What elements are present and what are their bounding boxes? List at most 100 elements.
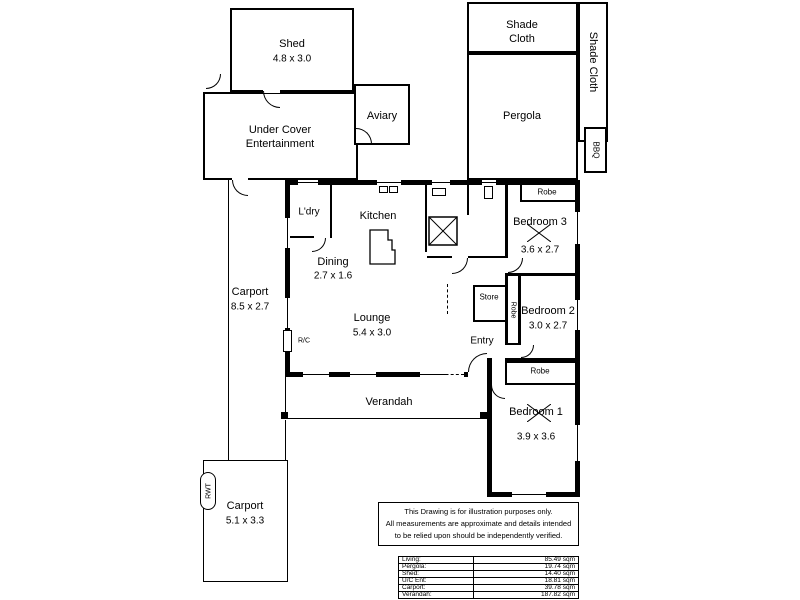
room-under-cover-entertainment <box>203 92 358 180</box>
wall-robe-bottom-front <box>505 383 575 385</box>
carport-bottom-label: Carport <box>226 500 264 512</box>
kitchen-bench-symbol <box>369 229 396 265</box>
wall-robe-mid-right <box>518 276 521 345</box>
entry-label: Entry <box>470 335 494 347</box>
window-bedroom2-east <box>575 300 580 330</box>
rainwater-tank <box>200 472 216 510</box>
window-bedroom3-east <box>575 212 580 244</box>
kitchen-label: Kitchen <box>359 210 397 222</box>
wall-wc-divider <box>467 185 469 215</box>
wall-bath-left <box>425 185 427 252</box>
room-pergola <box>467 53 578 180</box>
ucent-door-opening <box>232 177 248 181</box>
lounge-dims: 5.4 x 3.0 <box>352 327 392 339</box>
room-carport-bottom <box>203 460 288 582</box>
wall-ldry-bottom <box>290 236 314 238</box>
dining-dims: 2.7 x 1.6 <box>313 270 353 282</box>
bedroom1-dims: 3.9 x 3.6 <box>516 431 556 443</box>
wall-bath-bottom-a <box>427 256 452 258</box>
window-wc <box>482 180 496 185</box>
window-lounge-west <box>285 298 290 328</box>
disclaimer-line3: to be relied upon should be independentl… <box>394 531 563 540</box>
bedroom3-dims: 3.6 x 2.7 <box>520 244 560 256</box>
bedroom1-window-cross <box>527 404 551 422</box>
verandah-label: Verandah <box>365 396 413 408</box>
disclaimer-line2: All measurements are approximate and det… <box>385 519 572 528</box>
room-shade-cloth-side <box>578 2 608 142</box>
opening-lounge-entry <box>430 374 464 375</box>
carport-right-boundary <box>285 420 286 462</box>
verandah-left-edge <box>285 377 286 418</box>
entry-door-opening <box>468 372 487 377</box>
shade-cloth-side-label: Shade Cloth <box>587 31 599 93</box>
area-value: 187.82 sqm <box>473 591 579 599</box>
wall-bedroom3-bottom <box>505 273 575 276</box>
window-bedroom1-south <box>512 492 546 497</box>
window-kitchen <box>377 180 401 185</box>
window-bedroom1-east <box>575 425 580 461</box>
ucent-label-line2: Entertainment <box>245 138 315 150</box>
shower-symbol <box>428 216 458 246</box>
wall-ldry-right <box>330 185 332 238</box>
door-ucent-carport <box>232 180 248 196</box>
area-row-verandah: Verandah: 187.82 sqm <box>398 591 579 599</box>
kitchen-sink-right <box>389 186 398 193</box>
room-shade-cloth-top <box>467 2 578 53</box>
bedroom3-window-cross <box>527 224 551 242</box>
shed-dims: 4.8 x 3.0 <box>272 53 312 65</box>
robe-top-label: Robe <box>537 187 557 197</box>
disclaimer-line1: This Drawing is for illustration purpose… <box>404 507 553 516</box>
wall-robe-mid-bottom <box>505 343 520 345</box>
window-bath <box>432 180 450 185</box>
disclaimer-box: This Drawing is for illustration purpose… <box>378 502 579 546</box>
kitchen-sink-left <box>379 186 388 193</box>
wall-robe-bottom-left <box>505 363 507 383</box>
window-dining-west <box>285 218 290 248</box>
house-wing-bedroom1 <box>487 358 580 497</box>
store-label: Store <box>479 292 499 302</box>
toilet <box>484 186 493 199</box>
verandah-post <box>281 412 288 419</box>
area-label: Verandah: <box>398 591 474 599</box>
bedroom3-label: Bedroom 3 <box>513 216 567 228</box>
rc-unit <box>283 330 292 352</box>
aviary-label: Aviary <box>366 110 398 122</box>
verandah-post <box>480 412 487 419</box>
wall-bath-bottom-b <box>468 256 505 258</box>
wall-store-left <box>473 285 475 322</box>
opening-lounge-hall <box>447 284 448 314</box>
ldry-label: L'dry <box>298 206 320 218</box>
wall-robe-mid-left <box>505 276 508 345</box>
window-lounge-south-1 <box>303 372 329 377</box>
bedroom1-label: Bedroom 1 <box>509 406 563 418</box>
wall-store-top <box>473 285 505 287</box>
robe-mid-label: Robe <box>509 301 517 319</box>
shade-cloth-label-line2: Cloth <box>509 33 535 45</box>
shade-cloth-label-line1: Shade <box>506 19 538 31</box>
carport-left-label: Carport <box>231 286 269 298</box>
bedroom2-label: Bedroom 2 <box>521 305 575 317</box>
carport-left-boundary <box>228 180 229 462</box>
door-ucent-west <box>206 74 221 89</box>
ucent-label-line1: Under Cover <box>248 124 312 136</box>
hall-opening <box>492 358 505 363</box>
robe-bottom-label: Robe <box>530 366 550 376</box>
bbq-label: BBQ <box>591 141 601 159</box>
pergola-label: Pergola <box>503 110 541 122</box>
window-ldry <box>298 180 318 185</box>
window-lounge-south-2 <box>350 372 376 377</box>
area-table: Living: 85.49 sqm Pergola: 19.74 sqm She… <box>398 556 579 599</box>
shed-label: Shed <box>279 38 305 50</box>
bbq-unit <box>584 127 607 173</box>
rc-label: R/C <box>297 337 311 345</box>
verandah-bottom-edge <box>285 418 487 419</box>
room-shed <box>230 8 354 92</box>
dining-label: Dining <box>317 256 349 268</box>
house-main <box>285 180 580 377</box>
rwt-label: RWT <box>205 483 213 499</box>
wall-robe-top-side <box>520 185 522 200</box>
bath-vanity <box>432 188 446 196</box>
carport-bottom-dims: 5.1 x 3.3 <box>225 515 265 527</box>
bedroom2-dims: 3.0 x 2.7 <box>528 320 568 332</box>
